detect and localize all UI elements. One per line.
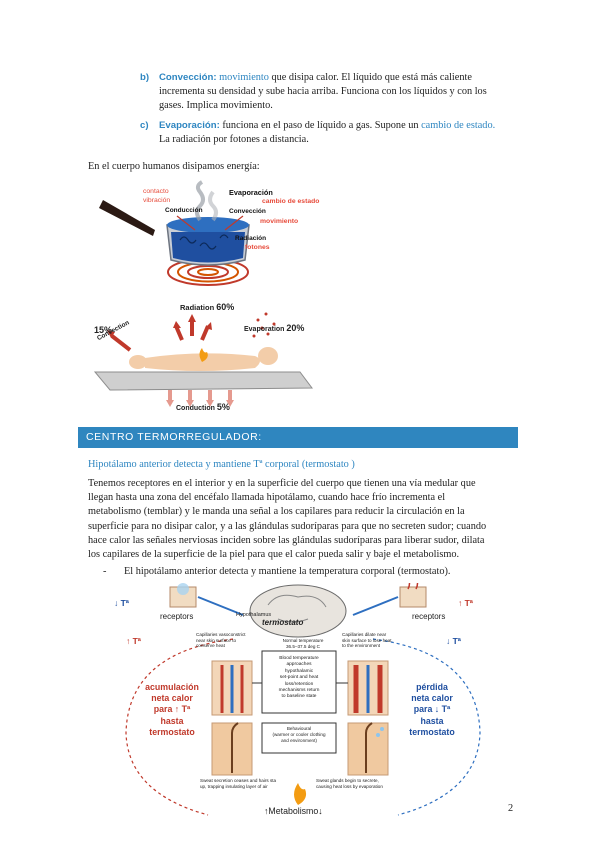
receptors-left: receptors: [160, 612, 194, 621]
termostato-label: termostato: [262, 618, 304, 627]
body-heat-illustration: [90, 300, 320, 418]
pot-label-cambio: cambio de estado: [262, 198, 320, 205]
pot-illustration: [95, 180, 295, 295]
section-banner: CENTRO TERMORREGULADOR:: [78, 427, 518, 448]
list-item-b: Convección: movimiento que disipa calor.…: [159, 72, 487, 112]
pot-label-fotones: fotones: [245, 244, 270, 251]
conduction-label: Conduction 5%: [176, 402, 230, 412]
down-t-left: ↓ Tª: [114, 598, 129, 608]
term-evaporacion: Evaporación:: [159, 120, 220, 131]
evaporation-label: Evaporation 20%: [244, 323, 305, 333]
pot-label-movimiento: movimiento: [260, 218, 299, 225]
intro-text: En el cuerpo humanos disipamos energía:: [88, 161, 260, 172]
section-subtitle: Hipotálamo anterior detecta y mantiene T…: [88, 459, 355, 470]
bullet-text: El hipotálamo anterior detecta y mantien…: [124, 566, 451, 577]
hypothalamus-label: Hypothalamus: [236, 612, 272, 618]
pot-label-conveccion: Convección: [229, 208, 266, 215]
convection-pct: 15%: [94, 325, 113, 335]
link-cambio-estado[interactable]: cambio de estado.: [421, 120, 496, 131]
link-movimiento[interactable]: movimiento: [219, 72, 269, 83]
list-item-c: Evaporación: funciona en el paso de líqu…: [159, 120, 496, 146]
list-marker-c: c): [140, 120, 149, 131]
page-number: 2: [508, 803, 514, 814]
metabolismo-label: ↑Metabolismo↓: [264, 806, 323, 816]
bullet-dash: -: [103, 566, 107, 577]
paragraph: Tenemos receptores en el interior y en l…: [88, 478, 487, 561]
sweat-right-note: Sweat glands begin to secrete,causing he…: [316, 778, 383, 789]
thermoregulation-diagram: [108, 578, 498, 823]
pot-label-radiacion: Radiación: [235, 235, 267, 242]
term-conveccion: Convección:: [159, 72, 217, 83]
pot-label-evaporacion: Evaporación: [229, 188, 273, 197]
pot-label-conduccion: Conducción: [165, 207, 203, 214]
up-t-right: ↑ Tª: [458, 598, 473, 608]
radiation-label: Radiation 60%: [180, 302, 235, 312]
down-t-right: ↓ Tª: [446, 636, 461, 646]
up-t-left: ↑ Tª: [126, 636, 141, 646]
receptors-right: receptors: [412, 612, 446, 621]
list-marker-b: b): [140, 72, 150, 83]
